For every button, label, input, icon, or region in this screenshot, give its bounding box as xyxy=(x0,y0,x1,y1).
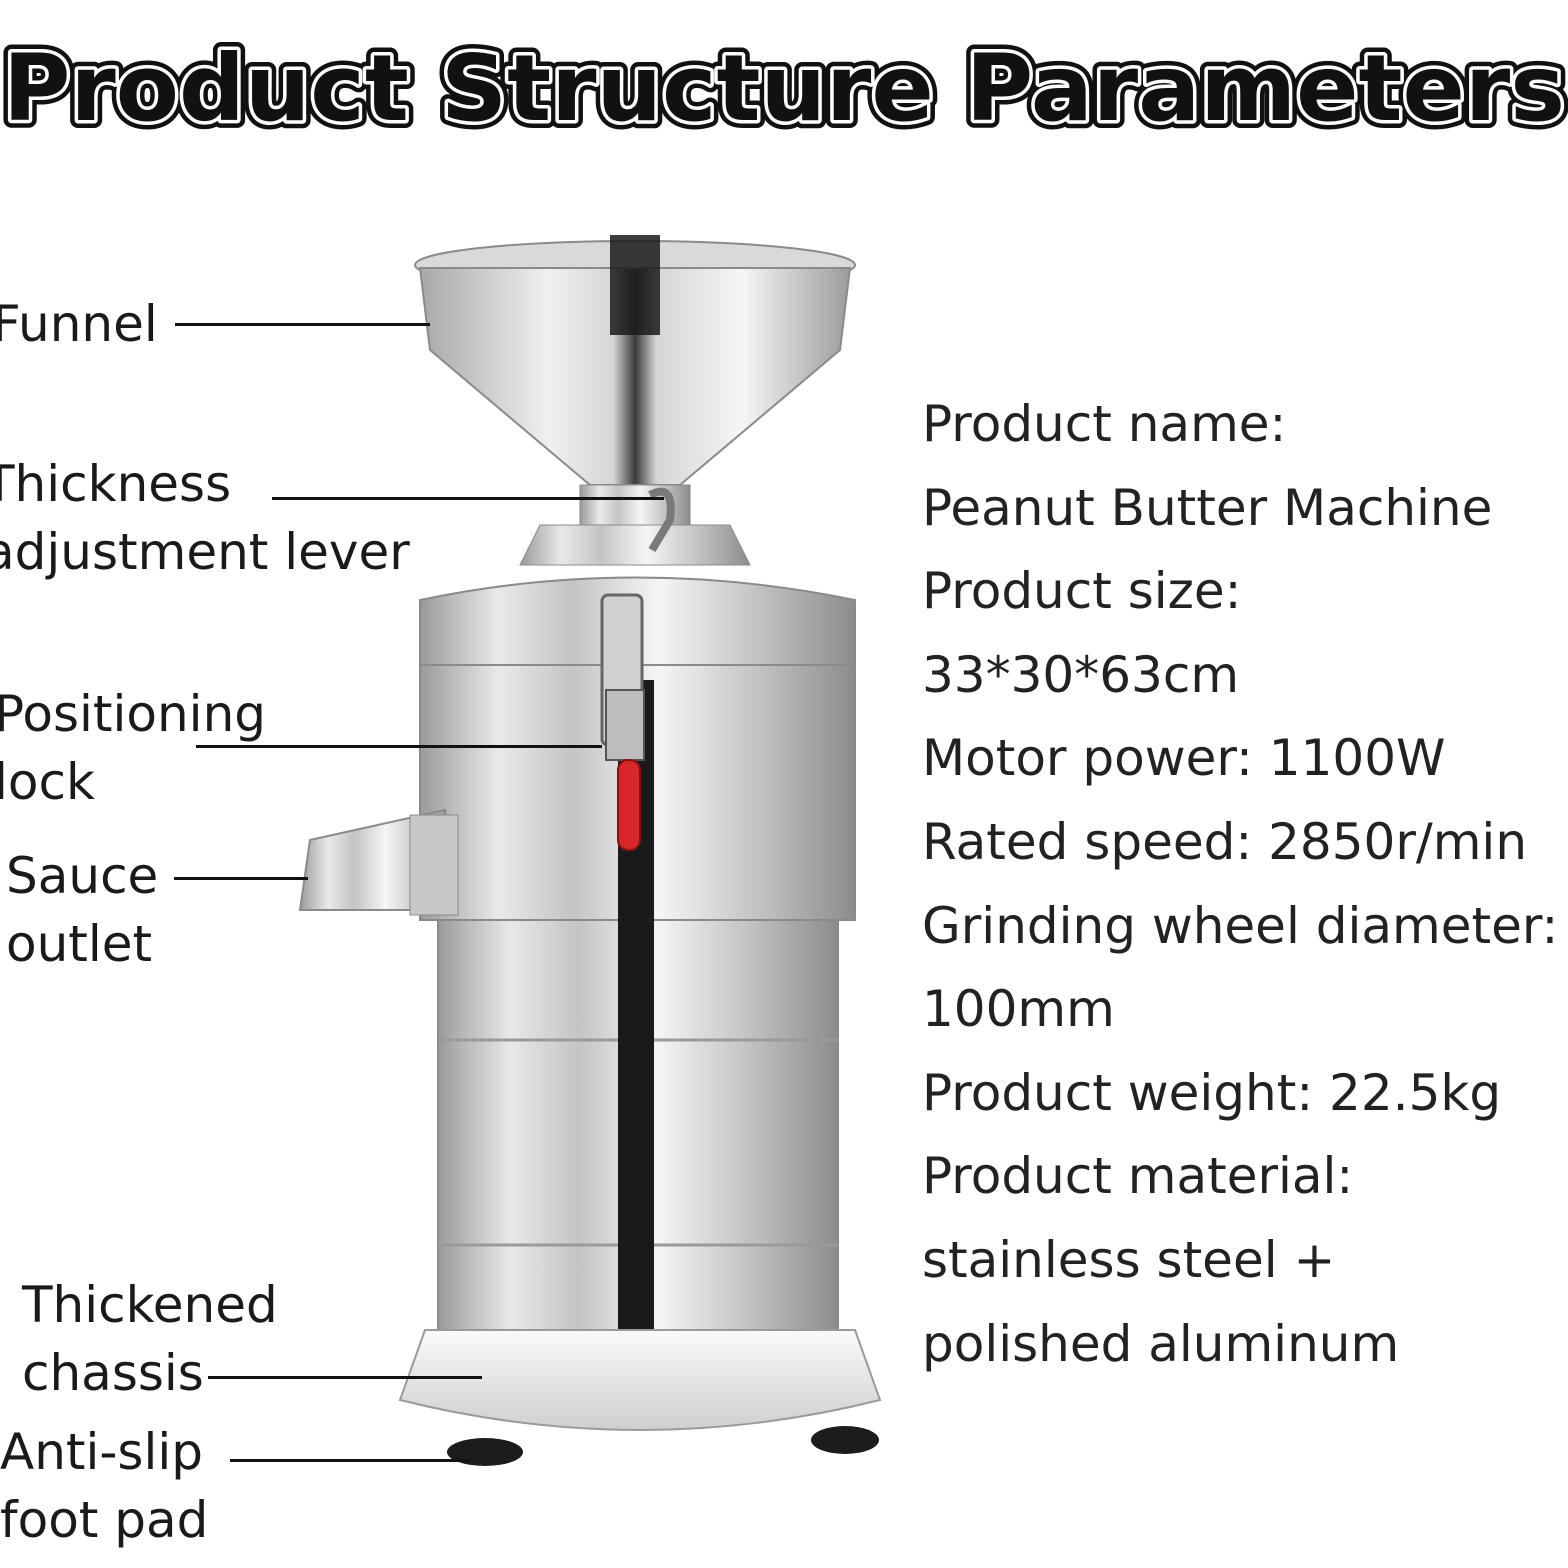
page-title: Product Structure Parameters Product Str… xyxy=(0,8,1568,150)
leader-funnel xyxy=(175,323,430,326)
leader-anti-slip-foot-pad xyxy=(230,1459,470,1462)
spec-line: Motor power: 1100W xyxy=(922,729,1446,788)
spec-list: Product name: Peanut Butter Machine Prod… xyxy=(922,383,1568,1386)
spec-line: Product size: xyxy=(922,562,1242,621)
leader-thickness-lever xyxy=(272,497,664,500)
callout-anti-slip-foot-pad: Anti-slip foot pad xyxy=(0,1423,209,1549)
spec-line: 33*30*63cm xyxy=(922,645,1240,704)
spec-line: polished aluminum xyxy=(922,1314,1400,1373)
spec-line: Product material: xyxy=(922,1147,1354,1206)
leader-sauce-outlet xyxy=(174,877,308,880)
callout-positioning-lock: Positioning lock xyxy=(0,685,266,811)
title-text: Product Structure Parameters xyxy=(3,35,1565,142)
leader-thickened-chassis xyxy=(208,1376,482,1379)
spec-line: Product weight: 22.5kg xyxy=(922,1063,1502,1122)
spec-line: Grinding wheel diameter: xyxy=(922,896,1559,955)
spec-line: 100mm xyxy=(922,980,1115,1039)
peanut-butter-machine-image xyxy=(280,220,900,1470)
title-outline: Product Structure Parameters xyxy=(3,35,1565,142)
spec-line: Peanut Butter Machine xyxy=(922,478,1493,537)
callout-thickness-lever: Thickness adjustment lever xyxy=(0,455,410,581)
callout-sauce-outlet: Sauce outlet xyxy=(6,847,159,973)
leader-positioning-lock xyxy=(196,745,602,748)
spec-line: Product name: xyxy=(922,395,1287,453)
spec-line: Rated speed: 2850r/min xyxy=(922,812,1528,871)
callout-funnel: Funnel xyxy=(0,295,158,353)
spec-line: stainless steel + xyxy=(922,1230,1336,1289)
callout-thickened-chassis: Thickened chassis xyxy=(22,1276,278,1402)
